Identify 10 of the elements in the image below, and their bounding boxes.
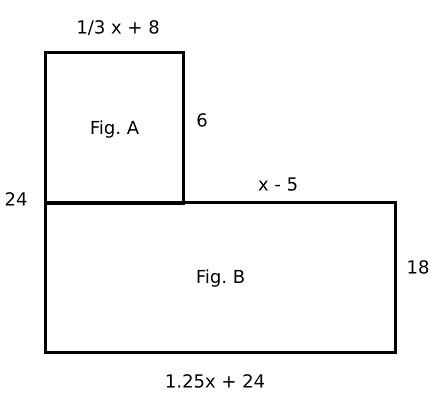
dimension-label: 1.25x + 24 xyxy=(164,372,266,392)
figure-label: Fig. A xyxy=(90,118,140,138)
figure-label: Fig. B xyxy=(196,267,246,288)
dimension-label: 6 xyxy=(196,110,208,132)
dimension-label: x - 5 xyxy=(258,174,298,196)
dimension-label: 18 xyxy=(406,258,430,278)
figure-rectangle xyxy=(44,201,397,354)
dimension-label: 24 xyxy=(4,190,28,210)
figure-rectangle xyxy=(44,51,185,205)
dimension-label: 1/3 x + 8 xyxy=(76,18,160,38)
